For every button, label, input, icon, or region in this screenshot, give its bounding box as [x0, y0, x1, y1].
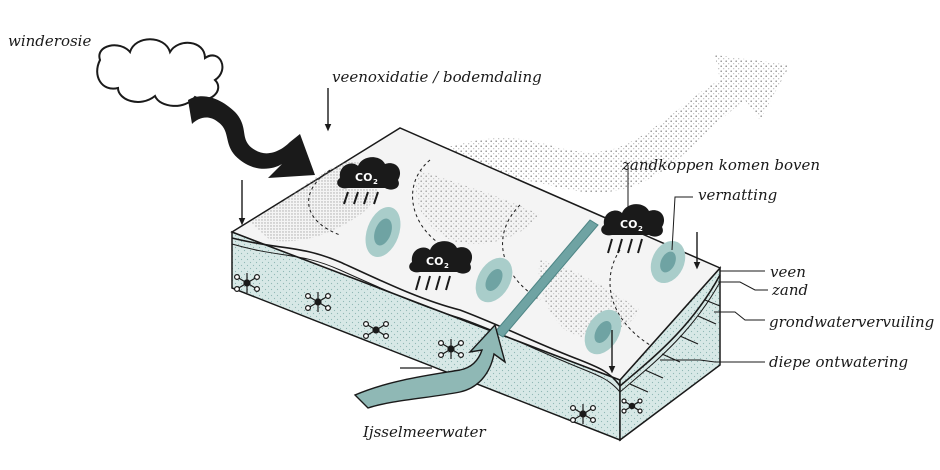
- label-vernatting: vernatting: [698, 186, 777, 204]
- svg-text:CO: CO: [355, 171, 372, 184]
- subsidence-arrows: [238, 88, 701, 374]
- label-zand: zand: [771, 281, 808, 299]
- water-inflow-arrow-icon: [353, 323, 507, 409]
- label-veen: veen: [770, 263, 806, 281]
- soil-block: [230, 127, 722, 442]
- label-diepe-ontwatering: diepe ontwatering: [769, 353, 908, 371]
- label-veenoxidatie: veenoxidatie / bodemdaling: [332, 68, 542, 86]
- label-grondwatervervuiling: grondwatervervuiling: [769, 313, 934, 331]
- drainage-pipes: [629, 299, 721, 393]
- pollutant-molecule-icon: [234, 273, 643, 424]
- cloud-icon: [96, 38, 224, 107]
- co2-rain-cloud-icon: CO 2: [409, 241, 473, 291]
- svg-text:2: 2: [444, 262, 449, 270]
- label-winderosie: winderosie: [8, 32, 91, 50]
- label-ijsselmeerwater: Ijsselmeerwater: [362, 423, 486, 441]
- leader-lines: [627, 165, 768, 363]
- wind-arrow-icon: [188, 96, 315, 178]
- svg-text:2: 2: [638, 225, 643, 233]
- co2-rain-cloud-icon: CO 2: [337, 157, 401, 205]
- co2-rain-cloud-icon: CO 2: [601, 204, 665, 254]
- svg-text:CO: CO: [426, 255, 443, 268]
- svg-text:2: 2: [373, 178, 378, 186]
- svg-text:CO: CO: [620, 218, 637, 231]
- label-zandkoppen: zandkoppen komen boven: [621, 156, 820, 174]
